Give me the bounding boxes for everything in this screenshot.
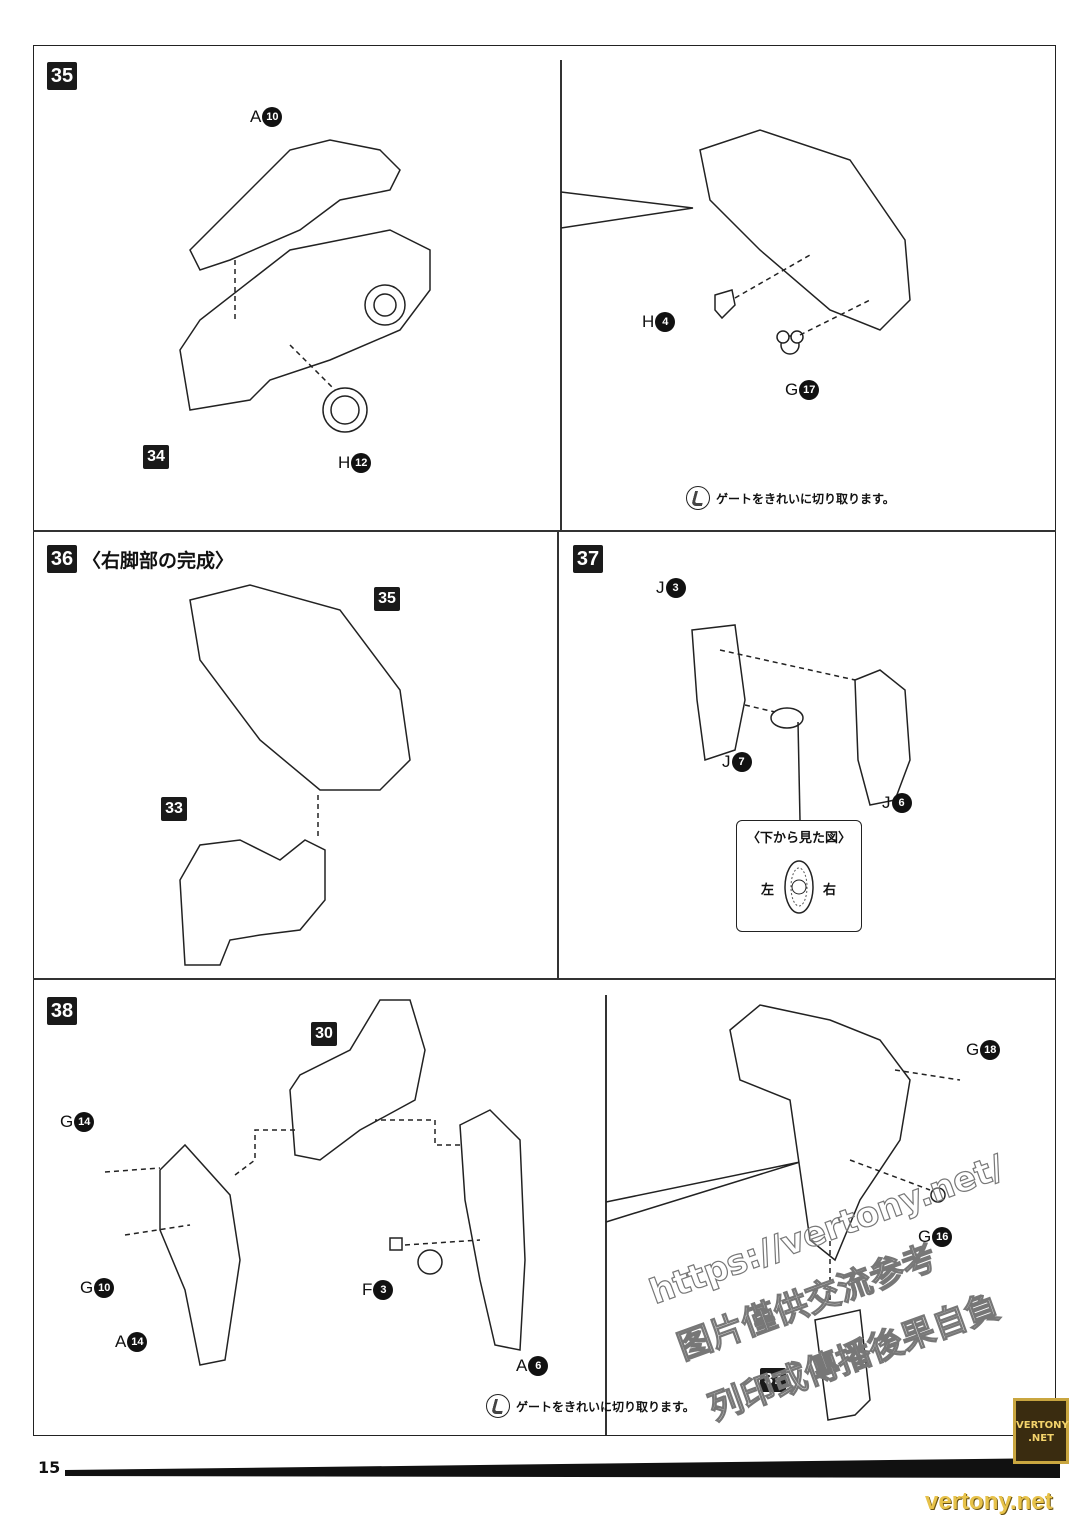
part-a10-drawing bbox=[189, 139, 401, 271]
footer-brush-stroke bbox=[65, 1458, 1060, 1478]
part-number: 12 bbox=[351, 453, 372, 473]
caution-icon bbox=[417, 1249, 443, 1275]
gate-note-text: ゲートをきれいに切り取ります。 bbox=[716, 491, 895, 506]
left-label: 左 bbox=[761, 883, 775, 898]
part-33-drawing bbox=[179, 839, 326, 966]
part-letter: H bbox=[642, 312, 655, 331]
callout-edge-35 bbox=[560, 60, 562, 530]
part-letter: A bbox=[250, 107, 262, 126]
callout-pointer-35 bbox=[560, 191, 694, 229]
part-number: 10 bbox=[94, 1278, 115, 1298]
part-letter: G bbox=[785, 380, 799, 399]
part-a14-drawing bbox=[159, 1143, 241, 1366]
part-letter: H bbox=[338, 453, 351, 472]
part-number: 7 bbox=[731, 752, 752, 772]
part-a6-drawing bbox=[459, 1109, 526, 1351]
part-number: 18 bbox=[980, 1040, 1001, 1060]
part-number: 6 bbox=[528, 1356, 549, 1376]
part-f3-drawing bbox=[389, 1237, 403, 1251]
part-letter: J bbox=[882, 793, 891, 812]
part-letter: J bbox=[722, 752, 731, 771]
callout-edge-38 bbox=[605, 995, 607, 1435]
right-label: 右 bbox=[823, 883, 837, 898]
part-h4-drawing bbox=[714, 289, 736, 320]
part-number: 10 bbox=[262, 107, 283, 127]
col-divider-row2 bbox=[557, 530, 559, 978]
page-frame bbox=[33, 45, 1056, 1436]
callout-pointer-38 bbox=[605, 1161, 801, 1223]
gate-note-text: ゲートをきれいに切り取ります。 bbox=[516, 1399, 695, 1414]
gate-note-35: ゲートをきれいに切り取ります。 bbox=[686, 486, 895, 510]
part-j6-drawing bbox=[854, 669, 911, 806]
callout-title: 〈下から見た図〉 bbox=[746, 831, 851, 846]
nipper-cut-icon bbox=[686, 486, 710, 510]
part-34-drawing bbox=[179, 229, 431, 411]
part-letter: J bbox=[656, 578, 665, 597]
subassembly-30-badge: 30 bbox=[311, 1022, 337, 1046]
part-35-drawing bbox=[189, 584, 411, 791]
part-number: 14 bbox=[127, 1332, 148, 1352]
part-30-drawing bbox=[289, 999, 426, 1161]
subassembly-37-badge: 37 bbox=[760, 1368, 786, 1392]
step-36-badge: 36 bbox=[47, 545, 77, 573]
page-number: 15 bbox=[38, 1458, 61, 1477]
step-38-badge: 38 bbox=[47, 997, 77, 1025]
part-37-drawing bbox=[814, 1309, 871, 1421]
part-letter: A bbox=[115, 1332, 127, 1351]
bottom-view-drawing bbox=[784, 860, 814, 914]
step-36-title: 〈右脚部の完成〉 bbox=[82, 550, 235, 572]
part-number: 6 bbox=[891, 793, 912, 813]
part-letter: F bbox=[362, 1280, 373, 1299]
part-letter: G bbox=[60, 1112, 74, 1131]
footer-site-text: vertony.net bbox=[925, 1488, 1053, 1515]
part-number: 14 bbox=[74, 1112, 95, 1132]
part-number: 16 bbox=[932, 1227, 953, 1247]
part-number: 3 bbox=[373, 1280, 394, 1300]
part-letter: G bbox=[80, 1278, 94, 1297]
subassembly-34-badge: 34 bbox=[143, 445, 169, 469]
part-letter: G bbox=[966, 1040, 980, 1059]
part-letter: G bbox=[918, 1227, 932, 1246]
subassembly-33-badge: 33 bbox=[161, 797, 187, 821]
part-letter: A bbox=[516, 1356, 528, 1375]
part-number: 17 bbox=[799, 380, 820, 400]
step-35-badge: 35 bbox=[47, 62, 77, 90]
row-divider-1 bbox=[33, 530, 1056, 532]
part-j3-drawing bbox=[691, 624, 746, 761]
part-j7-drawing bbox=[770, 707, 804, 729]
part-number: 4 bbox=[655, 312, 676, 332]
nipper-cut-icon bbox=[486, 1394, 510, 1418]
gate-note-38: ゲートをきれいに切り取ります。 bbox=[486, 1394, 695, 1418]
part-number: 3 bbox=[665, 578, 686, 598]
bottom-view-callout: 〈下から見た図〉 左 右 bbox=[736, 820, 862, 932]
subassembly-35-badge: 35 bbox=[374, 587, 400, 611]
part-thigh-assembled-drawing bbox=[729, 1004, 911, 1262]
part-35-right-drawing bbox=[699, 129, 911, 331]
step-37-badge: 37 bbox=[573, 545, 603, 573]
row-divider-2 bbox=[33, 978, 1056, 980]
vertony-logo: VERTONY.NET bbox=[1013, 1398, 1069, 1464]
